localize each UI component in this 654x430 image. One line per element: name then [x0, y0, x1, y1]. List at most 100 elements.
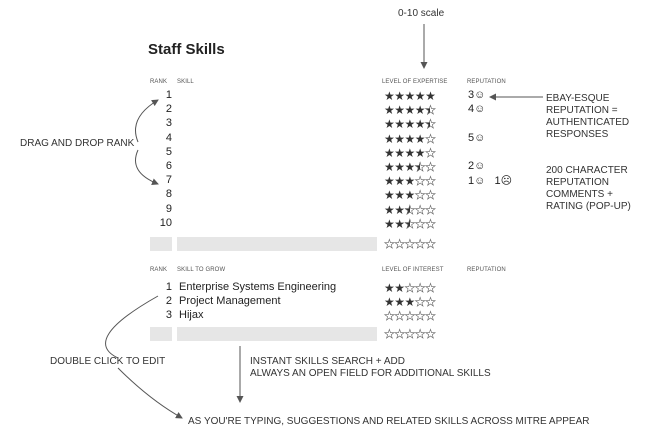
new-grow-skill-field[interactable]	[177, 327, 377, 341]
star-empty-icon[interactable]: ★	[414, 327, 426, 341]
star-empty-icon[interactable]: ★	[414, 309, 426, 323]
star-filled-icon[interactable]: ★	[404, 131, 416, 146]
star-empty-icon[interactable]: ★	[425, 295, 436, 309]
rank-number[interactable]: 8	[165, 188, 172, 201]
star-empty-icon[interactable]: ★	[404, 237, 415, 251]
star-filled-icon[interactable]: ★	[414, 131, 426, 146]
star-half-icon[interactable]: ★	[404, 202, 415, 217]
rank-number[interactable]: 10	[159, 216, 172, 229]
star-filled-icon[interactable]: ★	[384, 103, 395, 118]
reputation-value[interactable]: 5☺	[468, 131, 486, 144]
star-filled-icon[interactable]: ★	[404, 117, 416, 132]
expertise-rating[interactable]: ★★★★★	[384, 188, 436, 203]
grow-rank-number[interactable]: 2	[165, 295, 172, 307]
star-empty-icon[interactable]: ★	[425, 131, 436, 146]
expertise-rating[interactable]: ★★★★★	[384, 117, 436, 132]
star-empty-icon[interactable]: ★	[384, 327, 395, 341]
star-empty-icon[interactable]: ★	[425, 174, 436, 189]
star-filled-icon[interactable]: ★	[384, 117, 395, 132]
star-filled-icon[interactable]: ★	[404, 160, 416, 174]
expertise-rating[interactable]: ★★★★★	[384, 216, 436, 231]
star-empty-icon[interactable]: ★	[425, 160, 436, 174]
new-skill-field[interactable]	[177, 237, 377, 251]
star-filled-icon[interactable]: ★	[394, 174, 405, 189]
star-empty-icon[interactable]: ★	[425, 145, 436, 160]
expertise-rating[interactable]: ★★★★★	[384, 202, 436, 217]
rank-number[interactable]: 1	[165, 89, 172, 101]
star-filled-icon[interactable]: ★	[384, 145, 395, 160]
star-filled-icon[interactable]: ★	[404, 188, 416, 203]
star-filled-icon[interactable]: ★	[404, 145, 416, 160]
star-empty-icon[interactable]: ★	[425, 281, 436, 295]
interest-rating[interactable]: ★★★★★	[384, 309, 436, 323]
rank-number[interactable]: 3	[165, 117, 172, 130]
reputation-value[interactable]: 1☺ 1☹	[468, 175, 513, 188]
star-empty-icon[interactable]: ★	[404, 281, 415, 295]
star-empty-icon[interactable]: ★	[425, 202, 436, 217]
star-filled-icon[interactable]: ★	[394, 117, 405, 132]
star-filled-icon[interactable]: ★	[394, 295, 405, 309]
star-filled-icon[interactable]: ★	[404, 295, 416, 309]
star-filled-icon[interactable]: ★	[384, 216, 395, 231]
expertise-rating[interactable]: ★★★★★	[384, 89, 436, 103]
grow-rank-number[interactable]: 1	[165, 281, 172, 293]
skill-to-grow-name[interactable]: Hijax	[179, 309, 204, 321]
star-empty-icon[interactable]: ★	[425, 309, 436, 323]
star-filled-icon[interactable]: ★	[404, 174, 416, 189]
new-skill-rating[interactable]: ★★★★★	[384, 237, 436, 251]
expertise-rating[interactable]: ★★★★★	[384, 131, 436, 146]
expertise-rating[interactable]: ★★★★★	[384, 145, 436, 160]
star-empty-icon[interactable]: ★	[414, 295, 426, 309]
star-half-icon[interactable]: ★	[425, 103, 436, 118]
reputation-value[interactable]: 3☺	[468, 89, 486, 101]
expertise-rating[interactable]: ★★★★★	[384, 174, 436, 189]
star-filled-icon[interactable]: ★	[394, 188, 405, 203]
star-filled-icon[interactable]: ★	[384, 89, 395, 103]
star-empty-icon[interactable]: ★	[384, 309, 395, 323]
new-grow-rank-field[interactable]	[150, 327, 172, 341]
rank-number[interactable]: 7	[165, 174, 172, 187]
interest-rating[interactable]: ★★★★★	[384, 295, 436, 309]
star-empty-icon[interactable]: ★	[384, 237, 395, 251]
star-filled-icon[interactable]: ★	[394, 145, 405, 160]
star-filled-icon[interactable]: ★	[394, 131, 405, 146]
star-empty-icon[interactable]: ★	[425, 216, 436, 231]
rank-number[interactable]: 9	[165, 202, 172, 215]
star-filled-icon[interactable]: ★	[394, 89, 405, 103]
star-empty-icon[interactable]: ★	[404, 309, 415, 323]
interest-rating[interactable]: ★★★★★	[384, 281, 436, 295]
star-filled-icon[interactable]: ★	[394, 103, 405, 118]
star-empty-icon[interactable]: ★	[414, 281, 426, 295]
star-filled-icon[interactable]: ★	[384, 202, 395, 217]
star-filled-icon[interactable]: ★	[394, 160, 405, 174]
star-filled-icon[interactable]: ★	[384, 188, 395, 203]
star-empty-icon[interactable]: ★	[425, 188, 436, 203]
expertise-rating[interactable]: ★★★★★	[384, 103, 436, 118]
star-filled-icon[interactable]: ★	[384, 174, 395, 189]
star-empty-icon[interactable]: ★	[414, 174, 426, 189]
star-filled-icon[interactable]: ★	[384, 295, 395, 309]
star-filled-icon[interactable]: ★	[394, 216, 405, 231]
star-empty-icon[interactable]: ★	[425, 327, 436, 341]
star-filled-icon[interactable]: ★	[394, 281, 405, 295]
star-filled-icon[interactable]: ★	[384, 131, 395, 146]
star-half-icon[interactable]: ★	[425, 117, 436, 132]
star-filled-icon[interactable]: ★	[414, 117, 426, 132]
star-filled-icon[interactable]: ★	[404, 103, 416, 118]
rank-number[interactable]: 5	[165, 145, 172, 158]
star-empty-icon[interactable]: ★	[394, 327, 405, 341]
star-filled-icon[interactable]: ★	[414, 103, 426, 118]
star-empty-icon[interactable]: ★	[414, 237, 426, 251]
star-filled-icon[interactable]: ★	[384, 160, 395, 174]
new-rank-field[interactable]	[150, 237, 172, 251]
star-filled-icon[interactable]: ★	[394, 202, 405, 217]
star-empty-icon[interactable]: ★	[414, 202, 426, 217]
star-empty-icon[interactable]: ★	[394, 237, 405, 251]
star-filled-icon[interactable]: ★	[414, 145, 426, 160]
star-empty-icon[interactable]: ★	[394, 309, 405, 323]
star-empty-icon[interactable]: ★	[404, 327, 415, 341]
reputation-value[interactable]: 2☺	[468, 160, 486, 172]
star-empty-icon[interactable]: ★	[414, 216, 426, 231]
star-half-icon[interactable]: ★	[404, 216, 415, 231]
reputation-value[interactable]: 4☺	[468, 103, 486, 116]
